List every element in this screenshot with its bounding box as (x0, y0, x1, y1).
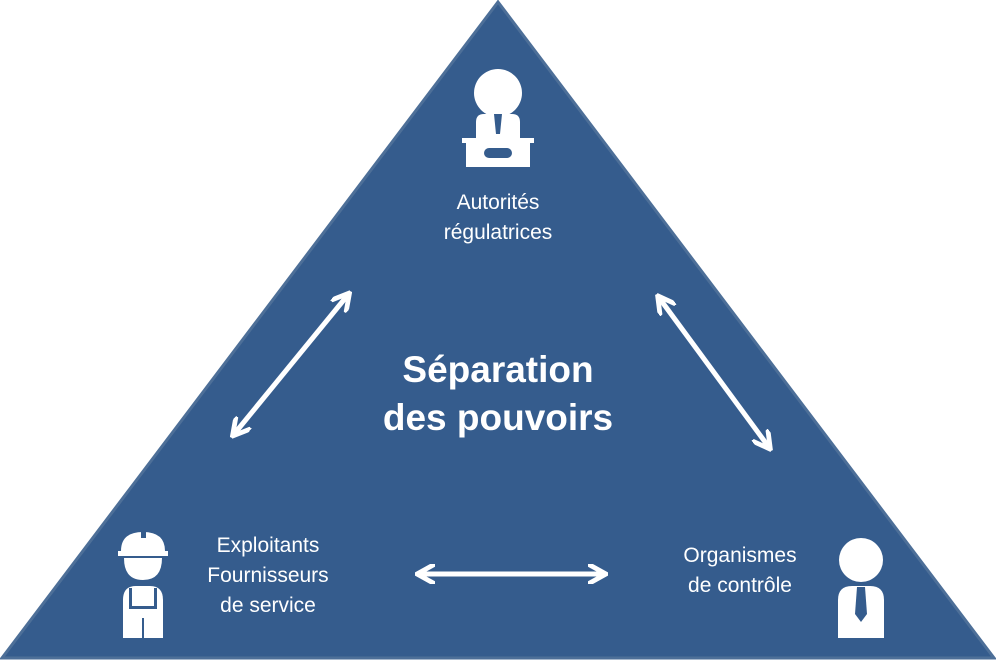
arrow-right-side (660, 299, 768, 446)
label-line: Exploitants (216, 534, 320, 557)
construction-worker-icon (118, 530, 168, 638)
label-line: Organismes (683, 544, 797, 567)
title-line-2: des pouvoirs (382, 397, 614, 438)
title-line-1: Séparation (402, 349, 594, 390)
label-line: Autorités (456, 191, 540, 214)
arrow-left-side (235, 296, 347, 433)
label-control-bodies: Organismes de contrôle (650, 541, 830, 601)
label-line: de contrôle (688, 574, 792, 597)
label-line: régulatrices (443, 221, 553, 244)
diagram-title: Séparation des pouvoirs (348, 346, 648, 442)
label-operators-providers: Exploitants Fournisseurs de service (178, 531, 358, 621)
label-line: de service (220, 594, 316, 617)
official-at-desk-icon (462, 69, 534, 167)
businessman-icon (838, 538, 884, 638)
label-regulatory-authorities: Autorités régulatrices (402, 188, 594, 248)
label-line: Fournisseurs (207, 564, 329, 587)
